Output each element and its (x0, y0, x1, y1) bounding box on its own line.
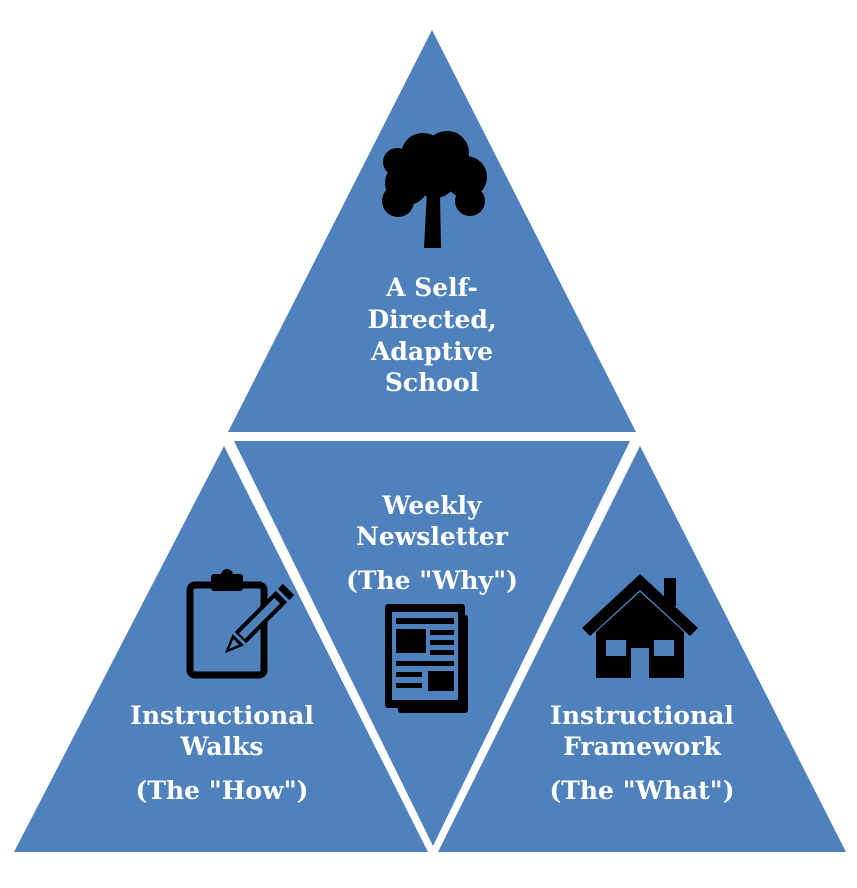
clipboard-pencil-icon (186, 569, 295, 679)
tree-icon (382, 131, 487, 248)
left-label-line-2: Walks (180, 732, 264, 761)
top-label-line-1: A Self- (385, 273, 478, 302)
center-label-line-2: Newsletter (356, 522, 509, 551)
top-label-line-4: School (385, 368, 479, 397)
top-label-line-3: Adaptive (370, 337, 493, 366)
right-label-subtitle: (The "What") (549, 776, 734, 805)
right-label-line-1: Instructional (550, 701, 734, 730)
newspaper-icon (385, 604, 468, 713)
center-label-subtitle: (The "Why") (346, 566, 518, 595)
left-label-line-1: Instructional (130, 701, 314, 730)
left-triangle (14, 446, 428, 852)
right-label-line-2: Framework (563, 732, 721, 761)
left-label-subtitle: (The "How") (136, 776, 309, 805)
center-label-line-1: Weekly (381, 491, 483, 520)
house-icon (582, 574, 698, 678)
top-label-line-2: Directed, (367, 305, 496, 334)
